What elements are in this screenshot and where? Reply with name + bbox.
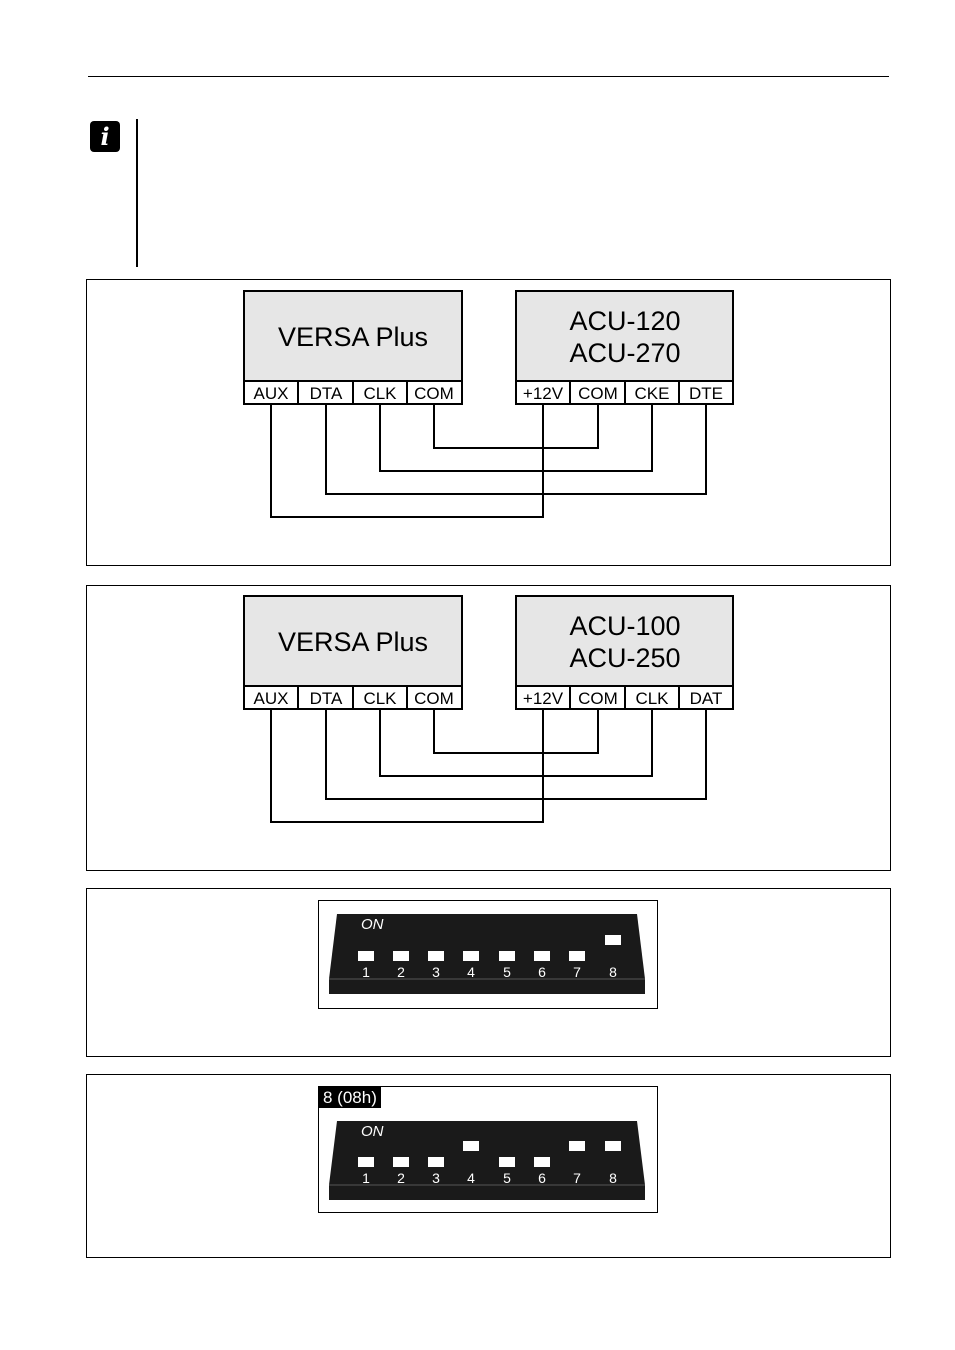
terminal-label: CLK (363, 689, 397, 708)
dip-switch-number: 8 (609, 1170, 617, 1186)
dip-switch-frame-1: ON 1 2 3 4 5 6 7 8 (318, 900, 658, 1009)
wire-dta-dat (325, 709, 707, 800)
terminal-label: CLK (363, 384, 397, 403)
dip-switch-number: 1 (362, 964, 370, 980)
dip-switch-3-off (428, 951, 444, 961)
dip-switch-6-off (534, 1157, 550, 1167)
wire-com-com (433, 404, 599, 449)
dip-switch-number: 4 (467, 964, 475, 980)
dip-switch-2-off (393, 951, 409, 961)
dip-switch-number: 5 (503, 964, 511, 980)
terminal-label: COM (578, 689, 618, 708)
wiring-diagram-panel-2: VERSA Plus AUX DTA CLK COM ACU-100 ACU-2… (86, 585, 891, 871)
dip-switch-number: 8 (609, 964, 617, 980)
dip-switch-5-off (499, 951, 515, 961)
dip-switch-1-off (358, 1157, 374, 1167)
wire-dta-dte (325, 404, 707, 495)
dip-switch-number: 7 (573, 964, 581, 980)
terminal-label: DTA (310, 689, 343, 708)
dip-switch-2: ON 1 2 3 4 5 6 7 8 (329, 1121, 645, 1200)
dip-switch-4-off (463, 951, 479, 961)
dip-switch-number: 1 (362, 1170, 370, 1186)
dip-switch-1-off (358, 951, 374, 961)
wire-aux-12v (270, 404, 544, 518)
dip-switch-frame-2: 8 (08h) ON 1 2 3 4 5 6 7 8 (318, 1086, 658, 1213)
dip-switch-2-off (393, 1157, 409, 1167)
terminal-label: COM (578, 384, 618, 403)
terminal-label: +12V (523, 689, 564, 708)
dip-switch-7-on (569, 1141, 585, 1151)
dip-switch-1: ON 1 2 3 4 5 6 7 8 (329, 914, 645, 994)
dip-switch-number: 6 (538, 1170, 546, 1186)
module-title-line2: ACU-270 (569, 338, 680, 368)
wire-com-com (433, 709, 599, 754)
dip-switch-6-off (534, 951, 550, 961)
dip-switch-4-on (463, 1141, 479, 1151)
dip-switch-3-off (428, 1157, 444, 1167)
wiring-diagram-panel-1: VERSA Plus AUX DTA CLK COM ACU-120 ACU-2… (86, 279, 891, 566)
dip-switch-number: 3 (432, 964, 440, 980)
terminal-label: DTE (689, 384, 723, 403)
wire-aux-12v (270, 709, 544, 823)
module-title-line1: ACU-120 (569, 306, 680, 336)
dip-caption: 8 (08h) (319, 1087, 381, 1108)
module-title: VERSA Plus (278, 627, 428, 657)
terminal-label: CLK (635, 689, 669, 708)
dip-switch-8-on (605, 1141, 621, 1151)
info-icon: i (90, 121, 120, 152)
terminal-label: COM (414, 689, 454, 708)
dip-switch-number: 3 (432, 1170, 440, 1186)
dip-switch-number: 6 (538, 964, 546, 980)
dip-switch-8-on (605, 935, 621, 945)
dip-switch-number: 2 (397, 964, 405, 980)
dip-switch-7-off (569, 951, 585, 961)
dip-switch-number: 4 (467, 1170, 475, 1186)
terminal-label: DTA (310, 384, 343, 403)
terminal-label: AUX (254, 689, 289, 708)
header-rule (88, 76, 889, 77)
terminal-label: +12V (523, 384, 564, 403)
wiring-diagram-1: VERSA Plus AUX DTA CLK COM ACU-120 ACU-2… (243, 290, 734, 518)
dip-switch-number: 7 (573, 1170, 581, 1186)
note-bar (136, 119, 138, 267)
dip-switch-5-off (499, 1157, 515, 1167)
dip-switch-panel-2: 8 (08h) ON 1 2 3 4 5 6 7 8 (86, 1074, 891, 1258)
on-label: ON (361, 1123, 384, 1140)
on-label: ON (361, 916, 384, 933)
terminal-label: AUX (254, 384, 289, 403)
terminal-label: CKE (635, 384, 670, 403)
terminal-label: DAT (690, 689, 723, 708)
dip-switch-number: 5 (503, 1170, 511, 1186)
wire-clk-clk (379, 709, 653, 777)
wiring-diagram-2: VERSA Plus AUX DTA CLK COM ACU-100 ACU-2… (243, 595, 734, 823)
wire-clk-cke (379, 404, 653, 472)
terminal-label: COM (414, 384, 454, 403)
module-title-line1: ACU-100 (569, 611, 680, 641)
module-title-line2: ACU-250 (569, 643, 680, 673)
dip-switch-panel-1: ON 1 2 3 4 5 6 7 8 (86, 888, 891, 1057)
dip-switch-number: 2 (397, 1170, 405, 1186)
module-title: VERSA Plus (278, 322, 428, 352)
